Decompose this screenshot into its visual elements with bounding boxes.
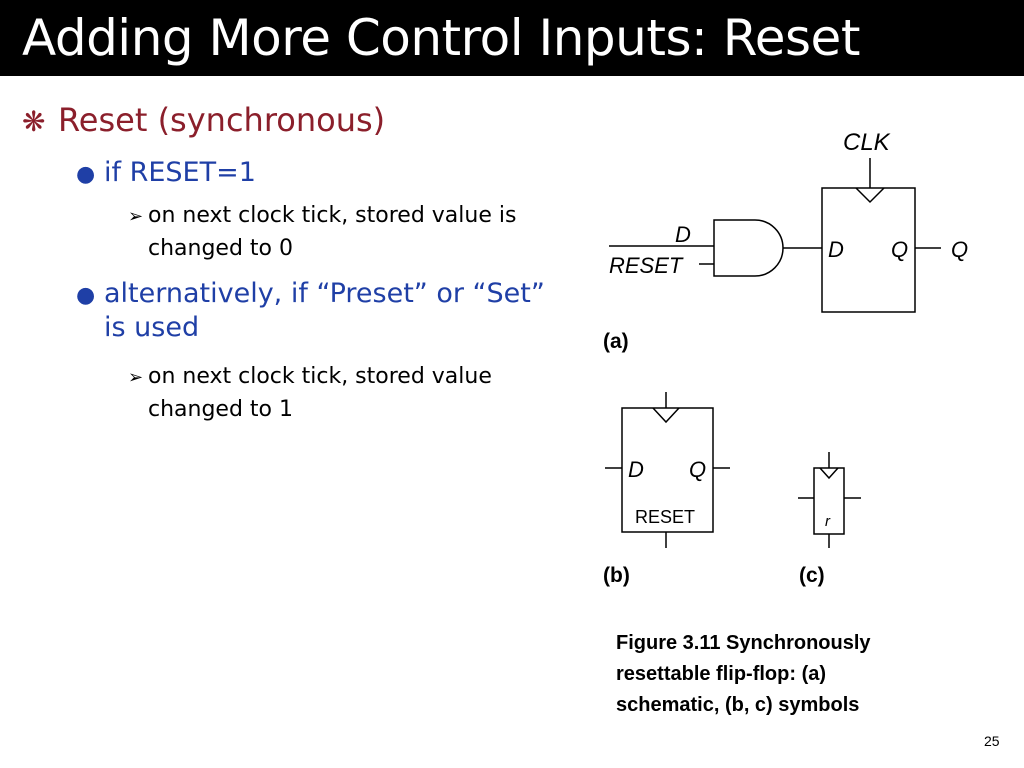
page-number: 25 [984, 733, 1000, 749]
bullet-text: if RESET=1 [104, 157, 256, 188]
clock-triangle [819, 467, 839, 480]
symbol-b: D Q RESET (b) [603, 392, 730, 587]
d-label: D [628, 457, 644, 482]
arrow-bullet-icon: ➢ [128, 367, 144, 388]
asterisk-icon: ❋ [22, 105, 46, 138]
dot-bullet-icon: ● [76, 283, 96, 308]
sub-bullet-line: on next clock tick, stored value [148, 364, 492, 389]
bullet-alternatively: ● alternatively, if “Preset” or “Set” is… [76, 277, 545, 343]
ff-d-label: D [828, 237, 844, 262]
slide-title: Adding More Control Inputs: Reset [22, 9, 860, 67]
reset-label: RESET [635, 507, 695, 527]
and-gate [713, 219, 784, 277]
sub-bullet-line: changed to 0 [148, 236, 293, 261]
ff-q-label: Q [891, 237, 908, 262]
figure-caption: Figure 3.11 Synchronously resettable fli… [616, 628, 976, 721]
flip-flop-figure: CLK D RESET D Q Q (a) D Q RESET (b) [603, 129, 968, 587]
flip-flop-box [621, 407, 714, 533]
clock-triangle [652, 407, 680, 424]
bullet-if-reset: ● if RESET=1 [76, 156, 256, 192]
d-input-label: D [675, 222, 691, 247]
figure-c-label: (c) [799, 564, 825, 587]
bullet-line: alternatively, if “Preset” or “Set” [104, 278, 545, 309]
title-bar: Adding More Control Inputs: Reset [0, 0, 1024, 76]
arrow-bullet-icon: ➢ [128, 206, 144, 227]
q-output-label: Q [951, 237, 968, 262]
flip-flop-box [821, 187, 916, 313]
schematic-a: CLK D RESET D Q Q (a) [603, 129, 968, 353]
sub-bullet-changed-to-1: ➢ on next clock tick, stored value chang… [128, 360, 492, 422]
reset-input-label: RESET [609, 253, 684, 278]
dot-bullet-icon: ● [76, 162, 96, 187]
sub-bullet-changed-to-0: ➢ on next clock tick, stored value is ch… [128, 199, 516, 261]
symbol-c: r (c) [798, 452, 861, 587]
figure-a-label: (a) [603, 330, 629, 353]
q-label: Q [689, 457, 706, 482]
caption-line: Figure 3.11 Synchronously [616, 632, 871, 654]
sub-bullet-line: on next clock tick, stored value is [148, 203, 517, 228]
bullet-line: is used [104, 312, 200, 343]
caption-line: resettable flip-flop: (a) [616, 663, 827, 685]
bullet-reset-synchronous: ❋ Reset (synchronous) [22, 100, 385, 142]
r-label: r [825, 513, 831, 530]
bullet-text: Reset (synchronous) [58, 101, 386, 139]
caption-line: schematic, (b, c) symbols [616, 694, 860, 716]
sub-bullet-line: changed to 1 [148, 397, 293, 422]
figure-b-label: (b) [603, 564, 630, 587]
clock-triangle [855, 187, 885, 204]
clk-label: CLK [843, 129, 891, 156]
